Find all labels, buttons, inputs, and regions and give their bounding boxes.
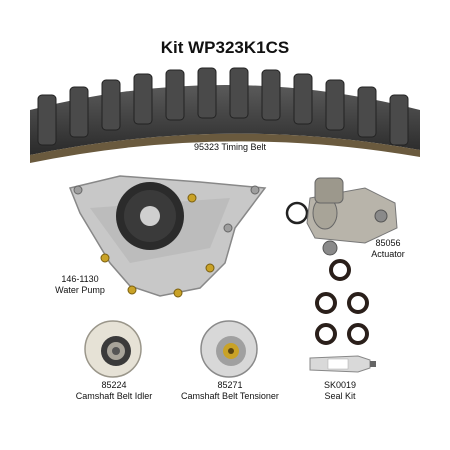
actuator-name: Actuator <box>371 249 405 259</box>
actuator-label: 85056 Actuator <box>358 238 418 260</box>
actuator-number: 85056 <box>375 238 401 248</box>
seal-kit-label: SK0019 Seal Kit <box>310 380 370 402</box>
idler-number: 85224 <box>101 380 127 390</box>
water-pump-name: Water Pump <box>55 285 105 295</box>
tensioner-number: 85271 <box>217 380 243 390</box>
water-pump-label: 146-1130 Water Pump <box>45 274 115 296</box>
seal-rings-image <box>315 259 369 345</box>
idler-image <box>84 320 142 378</box>
water-pump-image <box>68 175 267 298</box>
tensioner-label: 85271 Camshaft Belt Tensioner <box>170 380 290 402</box>
idler-name: Camshaft Belt Idler <box>75 391 153 401</box>
tensioner-image <box>200 320 258 378</box>
water-pump-number: 146-1130 <box>61 274 99 284</box>
timing-belt-label: 95323 Timing Belt <box>193 142 267 152</box>
idler-label: 85224 Camshaft Belt Idler <box>64 380 164 402</box>
seal-kit-number: SK0019 <box>323 380 357 390</box>
seal-kit-name: Seal Kit <box>324 391 356 401</box>
actuator-image <box>285 177 398 256</box>
seal-kit-tube-image <box>309 355 376 373</box>
tensioner-name: Camshaft Belt Tensioner <box>181 391 279 401</box>
kit-title: Kit WP323K1CS <box>160 38 290 57</box>
timing-belt-image <box>30 67 420 163</box>
